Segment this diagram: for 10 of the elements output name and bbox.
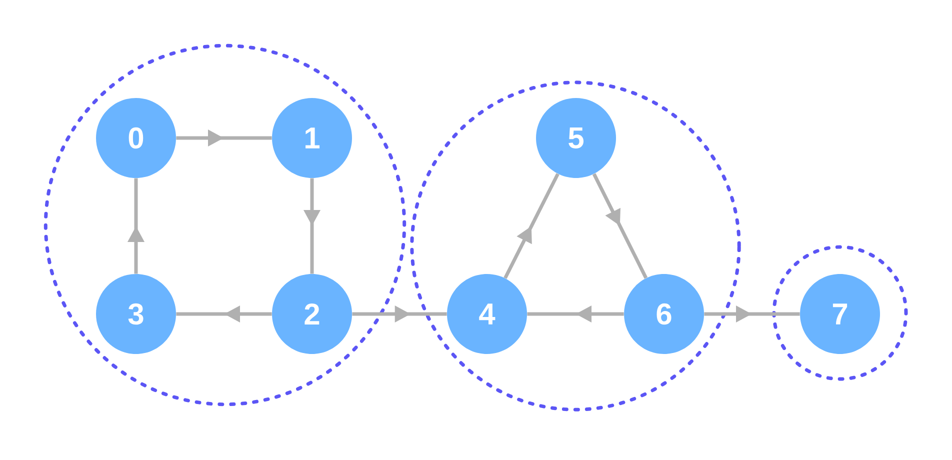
arrow — [504, 173, 560, 279]
graph-node: 1 — [272, 98, 352, 178]
arrow — [592, 173, 648, 279]
graph-node: 6 — [624, 274, 704, 354]
graph-node: 2 — [272, 274, 352, 354]
graph-node: 4 — [447, 274, 527, 354]
graph-node: 7 — [800, 274, 880, 354]
graph-node: 0 — [96, 98, 176, 178]
graph-node: 3 — [96, 274, 176, 354]
graph-node: 5 — [536, 98, 616, 178]
